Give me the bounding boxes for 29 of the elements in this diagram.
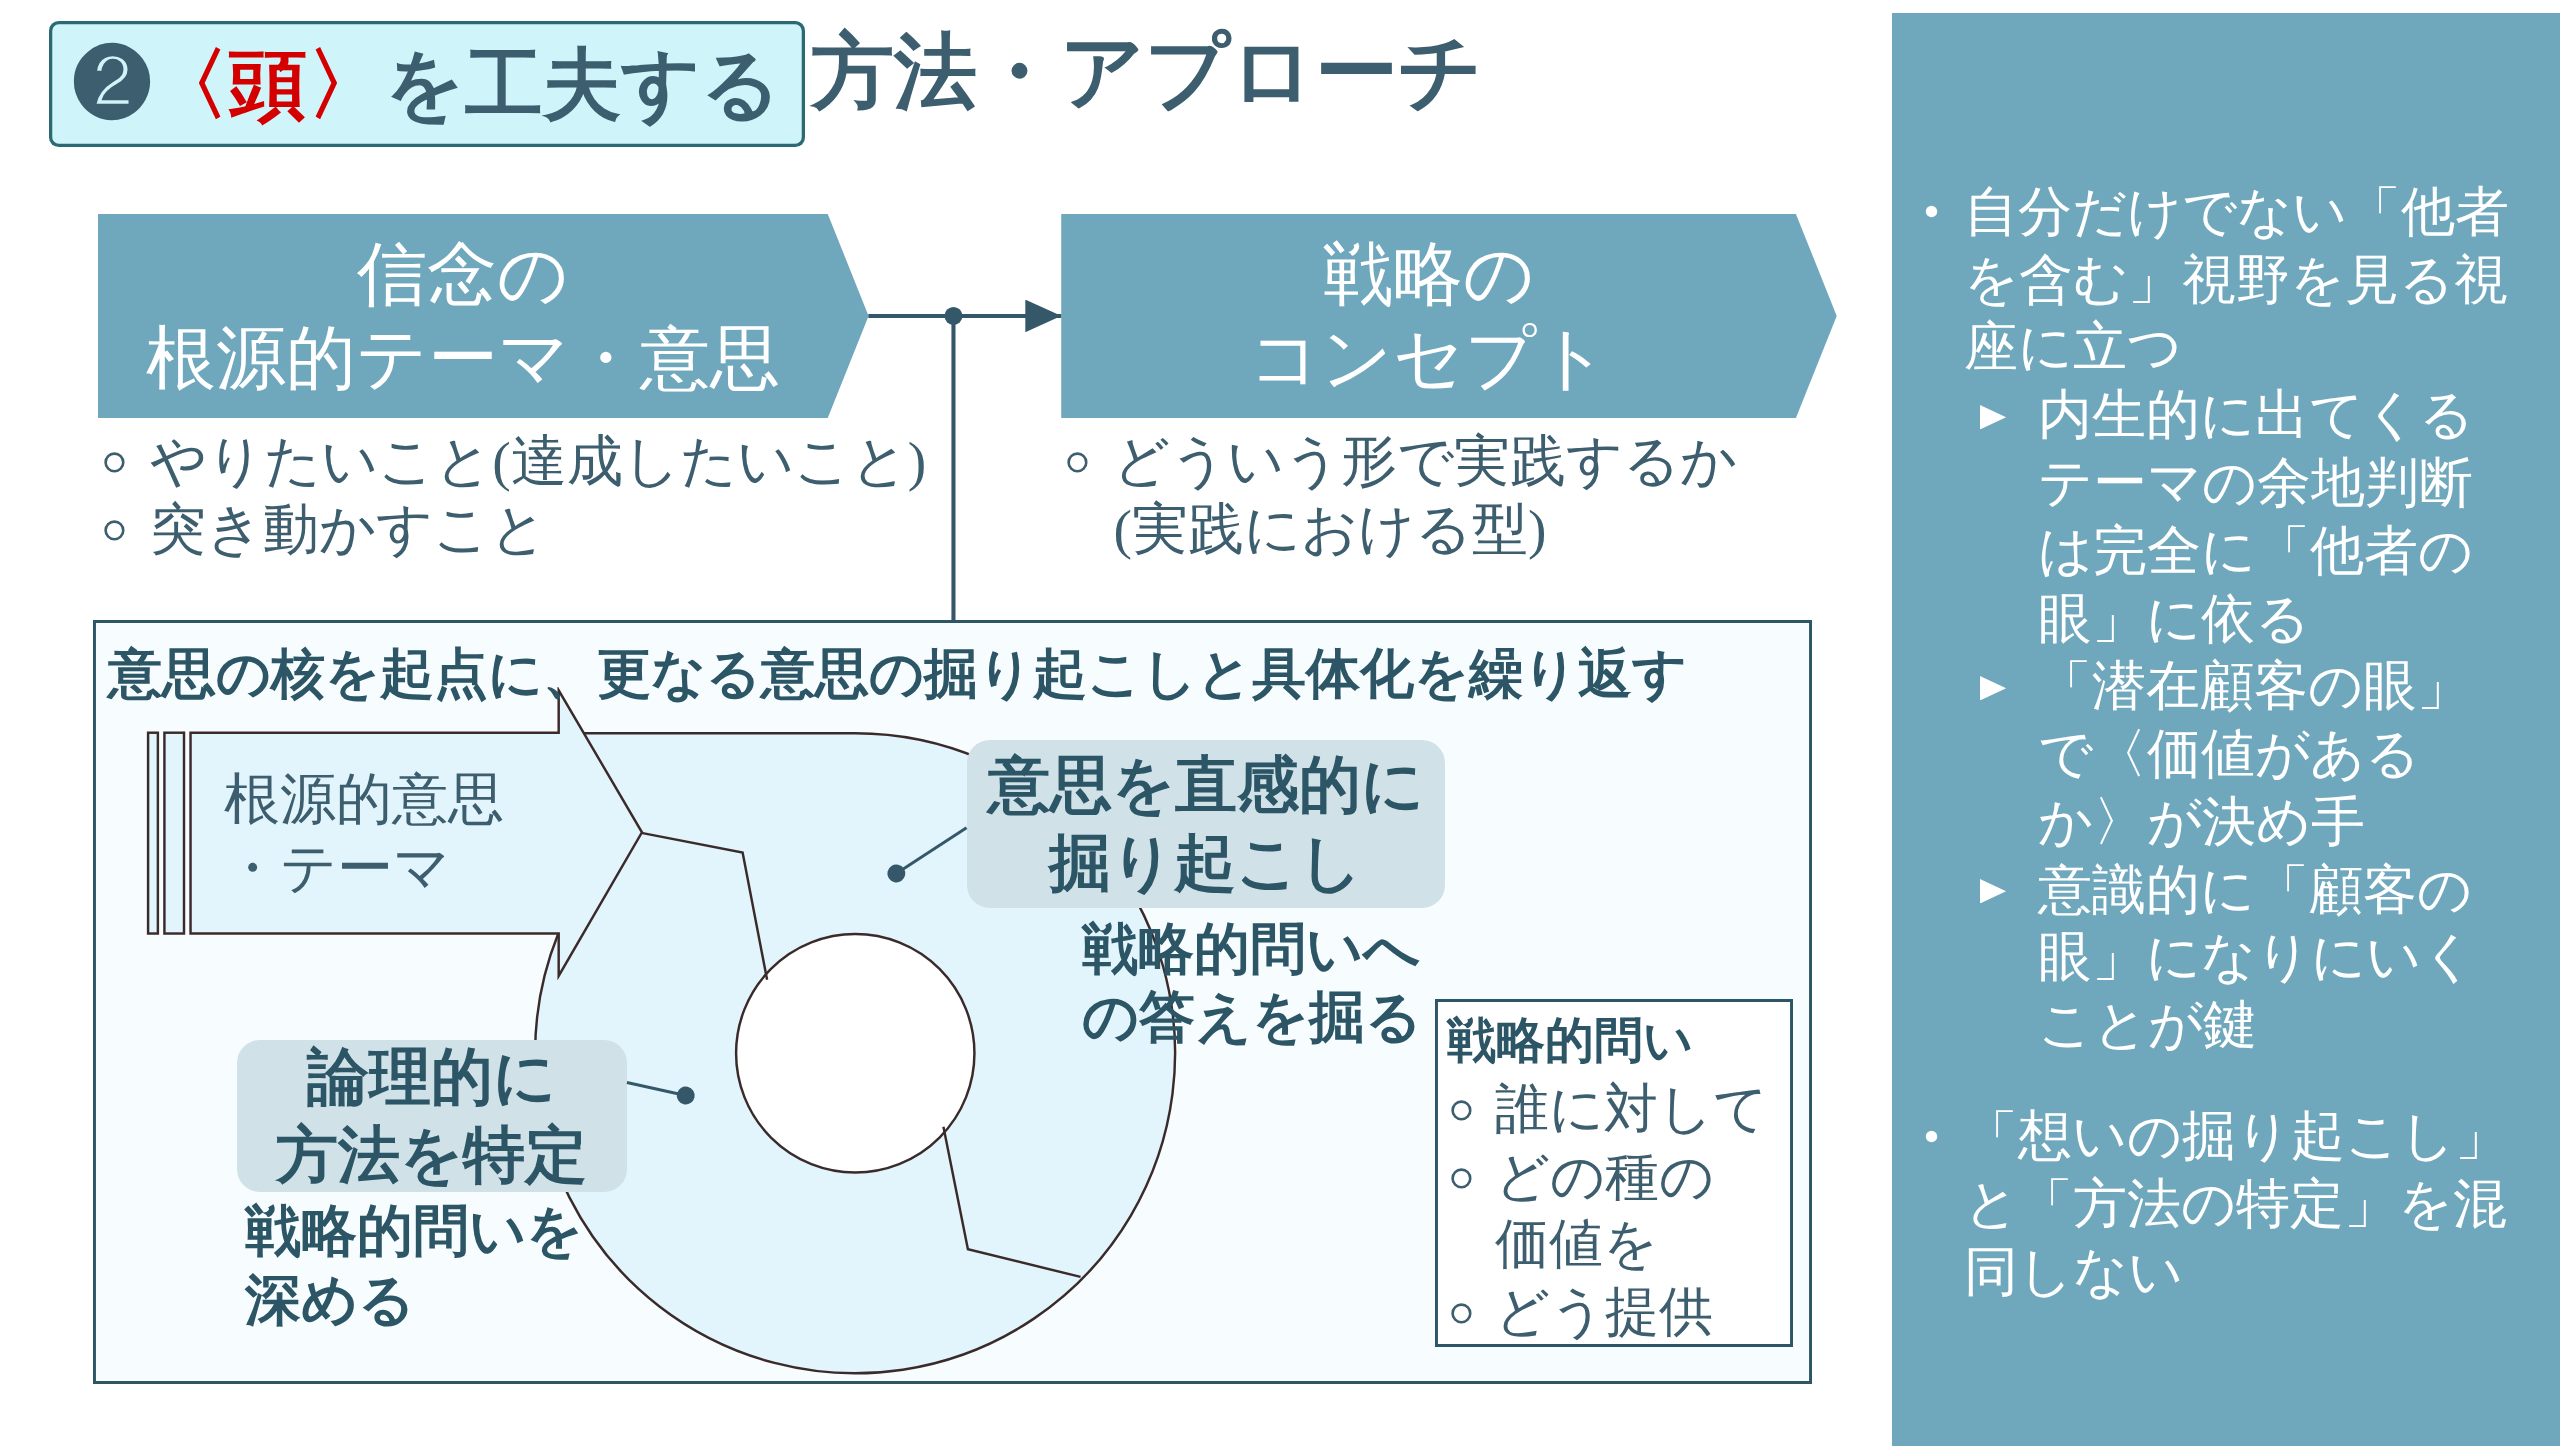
callout-text: 意思を直感的に掘り起こし — [985, 749, 1425, 899]
list-text: やりたいこと(達成したいこと) — [150, 429, 928, 494]
question-list-panel — [1435, 999, 1793, 1347]
caption-text: 戦略的問いを深める — [244, 1200, 584, 1333]
list-text: 誰に対して — [1495, 1077, 1770, 1141]
panel-text: 「潜在顧客の眼」で〈価値があるか〉が決め手 — [2037, 654, 2472, 853]
panel-text: 自分だけでない「他者を含む」視野を見る視座に立つ — [1964, 179, 2511, 379]
frame-heading: 意思の核を起点に、更なる意思の掘り起こしと具体化を繰り返す — [107, 642, 1687, 706]
list-text: どの種の価値を — [1495, 1145, 1716, 1277]
page-title: 方法・アプローチ — [811, 24, 1484, 120]
stage-title: 戦略のコンセプト — [1247, 233, 1610, 399]
callout-text: 論理的に方法を特定 — [274, 1041, 589, 1191]
stage-title: 信念の根源的テーマ・意思 — [144, 233, 781, 399]
list-text: どう提供 — [1495, 1281, 1715, 1345]
list-text: どういう形で実践するか(実践における型) — [1113, 429, 1739, 563]
group-frame — [93, 620, 1813, 1385]
list-text: 突き動かすこと — [150, 498, 549, 563]
title-highlight-box — [48, 21, 805, 147]
panel-text: 内生的に出てくるテーマの余地判断は完全に「他者の眼」に依る — [2037, 383, 2475, 650]
panel-text: 意識的に「顧客の眼」になりにいくことが鍵 — [2037, 857, 2477, 1057]
list-heading: 戦略的問い — [1446, 1012, 1693, 1071]
callout-panel — [236, 1040, 627, 1192]
connector-line — [868, 313, 956, 621]
side-panel — [1892, 13, 2560, 1446]
title-text: ❷〈頭〉を工夫する — [72, 40, 781, 128]
callout-panel — [966, 739, 1445, 908]
arrow-text: 根源的意思・テーマ — [223, 767, 505, 901]
leader-line — [626, 1081, 695, 1105]
panel-text: 「想いの掘り起こし」と「方法の特定」を混同しない — [1964, 1104, 2511, 1303]
